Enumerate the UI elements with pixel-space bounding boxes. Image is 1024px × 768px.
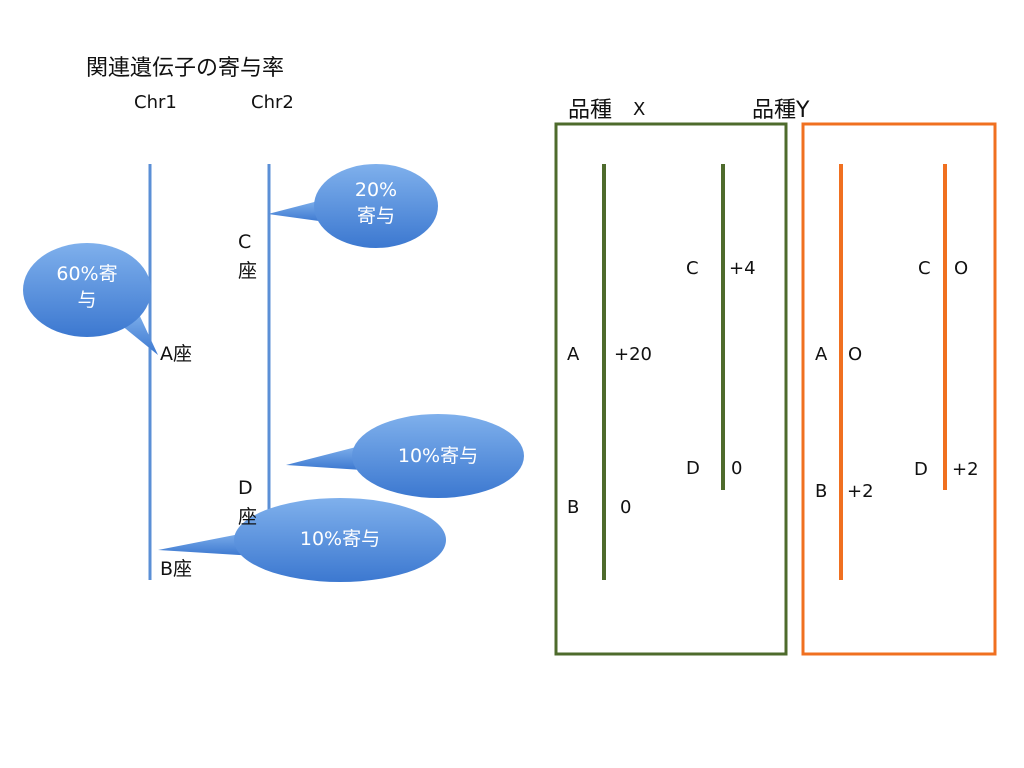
variety-x-b-value: 0 <box>620 497 632 518</box>
bubble-a-text: 60%寄 与 <box>38 262 136 313</box>
variety-y-heading: 品種Y <box>752 98 810 123</box>
locus-d-suffix: 座 <box>238 506 258 528</box>
bubble-c-line2: 寄与 <box>356 204 395 227</box>
locus-c-suffix: 座 <box>238 260 258 282</box>
variety-y-a-label: A <box>815 344 828 365</box>
bubble-c-line1: 20% <box>354 179 398 201</box>
variety-x-d-label: D <box>686 458 700 479</box>
variety-x-d-value: 0 <box>731 458 743 479</box>
bubble-d <box>352 414 524 498</box>
locus-d-letter: D <box>238 477 253 499</box>
chr1-label: Chr1 <box>134 92 177 113</box>
bubble-a-line1: 60%寄 <box>56 263 118 285</box>
callout-b <box>158 532 256 556</box>
callout-c <box>268 200 326 222</box>
variety-y-box <box>801 122 997 656</box>
variety-y-c-label: C <box>918 258 931 279</box>
bubble-c-text: 20% 寄与 <box>330 178 422 229</box>
bubble-a-line2: 与 <box>77 288 97 311</box>
bubble-a <box>23 243 151 337</box>
locus-b-label: B座 <box>160 558 193 580</box>
variety-y-d-label: D <box>914 459 928 480</box>
variety-y-c-value: O <box>954 258 969 279</box>
variety-x-c-label: C <box>686 258 699 279</box>
variety-x-a-label: A <box>567 344 580 365</box>
locus-c-letter: C <box>238 231 252 253</box>
locus-a-label: A座 <box>160 343 192 365</box>
bubble-b-text: 10%寄与 <box>299 528 381 550</box>
callout-d <box>286 446 362 470</box>
variety-y-d-value: +2 <box>952 459 979 480</box>
variety-y-b-label: B <box>815 481 828 502</box>
variety-x-a-value: +20 <box>614 344 652 365</box>
variety-x-heading-letter: X <box>633 99 646 120</box>
bubble-b <box>234 498 446 582</box>
page-title: 関連遺伝子の寄与率 <box>86 56 285 81</box>
variety-x-c-value: +4 <box>729 258 756 279</box>
variety-y-b-value: +2 <box>847 481 874 502</box>
variety-x-b-label: B <box>567 497 580 518</box>
bubble-c <box>314 164 438 248</box>
bubble-d-text: 10%寄与 <box>397 445 479 467</box>
variety-x-heading-name: 品種 <box>568 98 613 123</box>
chr2-label: Chr2 <box>251 92 294 113</box>
variety-x-box <box>554 122 788 656</box>
variety-y-a-value: O <box>848 344 863 365</box>
